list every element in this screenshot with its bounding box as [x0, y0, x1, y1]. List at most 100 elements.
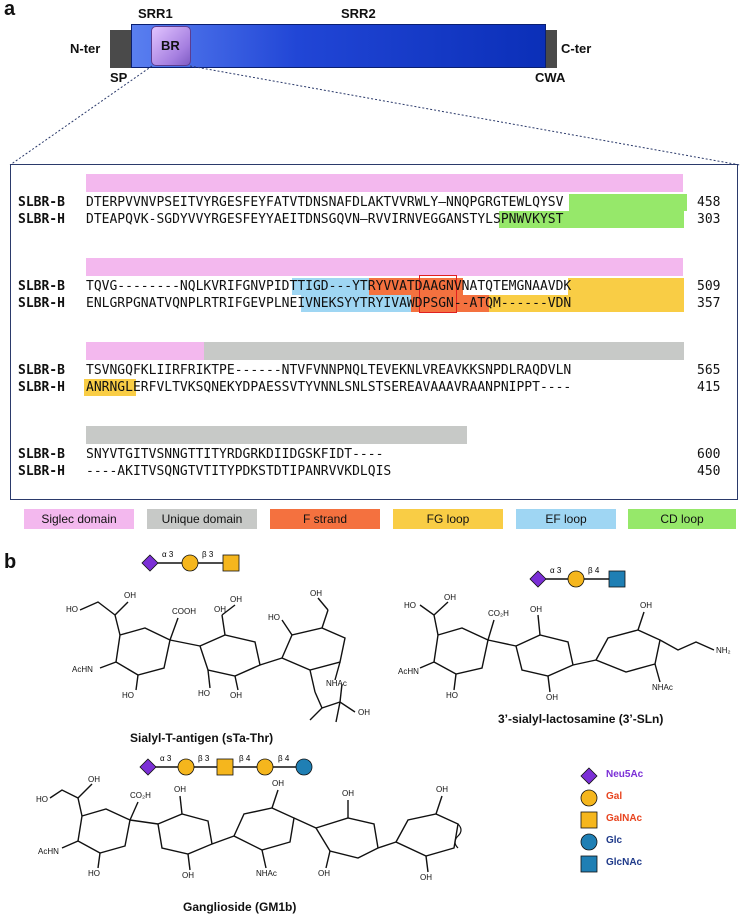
linkage-label: β 4 [588, 566, 600, 575]
seq-name: SLBR-H [18, 212, 65, 227]
ring-glc [395, 813, 459, 857]
cwa-label: CWA [535, 70, 566, 85]
atom-label: HO [198, 689, 210, 698]
atom-label: AcHN [398, 667, 419, 676]
glcnac-square-icon [608, 570, 626, 588]
atom-label: OH [230, 691, 242, 700]
unique-bar [204, 342, 684, 360]
seq-name: SLBR-H [18, 380, 65, 395]
atom-label: HO [404, 601, 416, 610]
atom-label: NHAc [652, 683, 673, 692]
srr1-label: SRR1 [138, 6, 173, 21]
sequence: SNYVTGITVSNNGTTITYRDGRKDIIDGSKFIDT---- [86, 447, 384, 462]
neu5ac-diamond-icon [139, 758, 157, 776]
legend-glcnac: GlcNAc [606, 857, 643, 868]
siglec-bar [86, 174, 683, 192]
galnac-square-icon [216, 758, 234, 776]
n-terminal-cap [110, 30, 132, 68]
c-terminal-cap [546, 30, 557, 68]
legend-unique-domain: Unique domain [147, 509, 257, 529]
seq-name: SLBR-B [18, 195, 65, 210]
glycan-symbols-gm1b: α 3 β 3 β 4 β 4 [139, 754, 313, 776]
linkage-label: β 3 [202, 550, 214, 559]
sequence: TSVNGQFKLIIRFRIKTPE------NTVFVNNPNQLTEVE… [86, 363, 572, 378]
atom-label: OH [272, 779, 284, 788]
linkage-label: α 3 [550, 566, 562, 575]
atom-label: OH [124, 591, 136, 600]
seq-name: SLBR-B [18, 363, 65, 378]
panel-a-letter: a [4, 0, 16, 20]
domain-architecture: SRR1 SRR2 N-ter C-ter BR SP CWA [0, 0, 750, 90]
atom-label: OH [214, 605, 226, 614]
atom-label: HO [446, 691, 458, 700]
sequence: ENLGRPGNATVQNPLRTRIFGEVPLNEIVNEKSYYTRYIV… [86, 296, 572, 311]
linkage-label: β 4 [239, 754, 251, 763]
gal-circle-icon [181, 554, 199, 572]
galnac-square-icon [222, 554, 240, 572]
glycerol-chain [79, 601, 121, 636]
structure-3-sln: HO OH CO₂H AcHN HO OH OH OH NHAc NH₂ [398, 593, 731, 702]
atom-label: HO [268, 613, 280, 622]
residue-number: 565 [697, 363, 721, 378]
atom-label: OH [546, 693, 558, 702]
atom-label: OH [182, 871, 194, 880]
legend-glc: Glc [606, 835, 623, 846]
atom-label: OH [530, 605, 542, 614]
ef-loop-slbr-b [292, 278, 369, 295]
glycan-symbols-sta: α 3 β 3 [141, 550, 240, 572]
glcnac-square-icon [580, 855, 598, 873]
ytry-motif-box [419, 275, 457, 313]
atom-label: OH [640, 601, 652, 610]
ring-gal [157, 813, 213, 855]
fg-loop-slbr-b [568, 278, 684, 295]
fg-loop-slbr-h [84, 379, 136, 396]
ef-loop-slbr-h [301, 295, 411, 312]
structure-sta-thr: HO OH COOH AcHN HO OH OH HO OH HO OH NHA… [66, 589, 370, 723]
neu5ac-diamond-icon [580, 767, 598, 785]
atom-label: HO [88, 869, 100, 878]
atom-label: HO [66, 605, 78, 614]
legend-f-strand: F strand [270, 509, 380, 529]
siglec-bar [86, 342, 204, 360]
siglec-bar [86, 258, 683, 276]
ring-neu5ac [77, 808, 131, 854]
zoom-lines [9, 65, 741, 166]
atom-label: OH [436, 785, 448, 794]
ring-galnac [233, 807, 295, 851]
f-strand-slbr-h [411, 295, 489, 312]
linkage-label: β 4 [278, 754, 290, 763]
legend-cd-loop: CD loop [628, 509, 736, 529]
atom-label: HO [36, 795, 48, 804]
ring-gal [199, 634, 261, 677]
atom-label: OH [88, 776, 100, 784]
gal-circle-icon [580, 789, 598, 807]
residue-number: 458 [697, 195, 721, 210]
sugar-legend: Neu5Ac Gal GalNAc Glc GlcNAc [580, 766, 730, 876]
atom-label: NHAc [326, 679, 347, 688]
linkage-label: β 3 [198, 754, 210, 763]
linkage-label: α 3 [160, 754, 172, 763]
atom-label: OH [174, 785, 186, 794]
seq-name: SLBR-B [18, 279, 65, 294]
residue-number: 357 [697, 296, 721, 311]
sequence: ----AKITVSQNGTVTITYPDKSTDTIPANRVVKDLQIS [86, 464, 392, 479]
ring-neu5ac [433, 627, 489, 675]
cd-loop-slbr-b [569, 194, 687, 211]
legend-siglec-domain: Siglec domain [24, 509, 134, 529]
gal-circle-icon [177, 758, 195, 776]
neu5ac-diamond-icon [141, 554, 159, 572]
legend-fg-loop: FG loop [393, 509, 503, 529]
ring-neu5ac [115, 627, 171, 676]
compound-name-sta: Sialyl-T-antigen (sTa-Thr) [130, 731, 274, 745]
residue-number: 303 [697, 212, 721, 227]
unique-bar [86, 426, 467, 444]
atom-label: AcHN [38, 847, 59, 856]
compound-name-gm1b: Ganglioside (GM1b) [183, 900, 297, 914]
atom-label: AcHN [72, 665, 93, 674]
panel-b-letter: b [4, 551, 17, 573]
sp-label: SP [110, 70, 128, 85]
seq-name: SLBR-B [18, 447, 65, 462]
glycan-symbols-sln: α 3 β 4 [529, 566, 626, 588]
compound-name-sln: 3’-sialyl-lactosamine (3’-SLn) [498, 712, 664, 726]
srr2-label: SRR2 [341, 6, 376, 21]
